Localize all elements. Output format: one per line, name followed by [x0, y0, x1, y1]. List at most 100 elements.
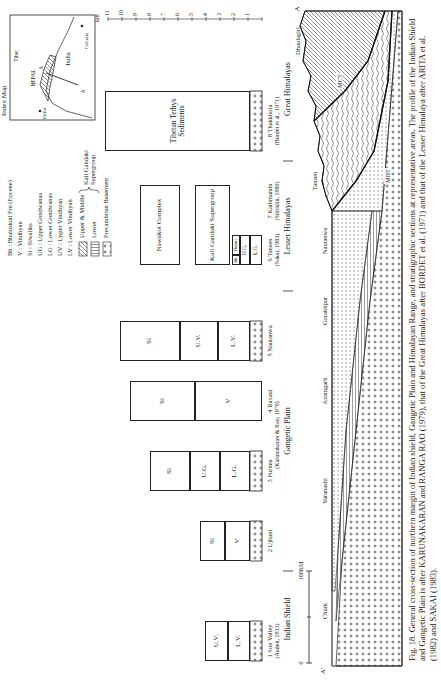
unit-label: Dumri	[234, 239, 239, 251]
legend-sample	[91, 242, 99, 256]
scale-unit: km	[94, 14, 101, 22]
map-title: Index Map	[1, 85, 9, 116]
legend-brace	[79, 187, 99, 193]
unit-label: Si	[166, 468, 173, 474]
map-label: India	[64, 52, 71, 65]
strata-unit-box: Si	[120, 321, 180, 361]
scale-number: 5	[188, 13, 195, 16]
region-label: Lesser Himalayas	[284, 197, 293, 254]
basement-block	[250, 621, 262, 661]
scale-number: 3	[216, 13, 223, 16]
distance-scale	[306, 571, 312, 663]
strata-unit-box: Kali Gandaki Supergroup	[195, 185, 230, 265]
legend-sample	[103, 242, 111, 256]
nepal-outline	[40, 55, 56, 101]
strata-unit-box: Dumri	[232, 235, 240, 255]
section-label: 3 Purnea	[266, 460, 273, 483]
section-label: 6 Tansen	[266, 238, 273, 261]
legend-abbreviation: LG : Lower Gondwanas	[46, 193, 53, 256]
citation: (Bordet et al., 1971)	[274, 97, 281, 146]
legend-abbreviation: V : Vindhyan	[16, 221, 23, 256]
place-name: Dhaulagiri	[294, 27, 301, 55]
place-name: Tansen	[311, 172, 318, 190]
legend-text: Lower	[90, 221, 97, 238]
city-label: Delhi	[42, 108, 48, 119]
citation: (Auden, 1933)	[274, 624, 281, 659]
scale-number: 4	[202, 13, 209, 16]
fault-label: MCT	[336, 73, 343, 89]
place-name: Varanashi	[321, 478, 328, 504]
strata-unit-box: Si	[200, 521, 225, 561]
unit-label: Kali Gandaki Supergroup	[209, 189, 216, 261]
basement-block	[250, 91, 262, 151]
section-end-label: A'	[320, 668, 328, 674]
great-himalaya-rocks	[300, 11, 385, 121]
citation: (Karunakaran & Rao, 1979)	[274, 401, 281, 468]
strata-unit-box: Si	[130, 381, 195, 421]
strata-unit-box: L.G.	[220, 451, 250, 491]
strata-unit-box: Nawakot Complex	[140, 185, 180, 265]
city-dot	[81, 25, 84, 28]
main-boundary-thrust	[332, 11, 392, 211]
section-label: 5 Nautanwa	[266, 325, 273, 356]
km-scale	[108, 17, 262, 21]
unit-label: U.G.	[201, 464, 208, 478]
legend-entry: Lower	[90, 221, 97, 238]
map-label: Tibet	[13, 50, 19, 61]
legend-entry: Precambrian Basement	[102, 178, 109, 238]
unit-label: L.G.	[231, 465, 238, 478]
topographic-profile	[300, 11, 332, 666]
scale-number: 2	[230, 13, 237, 16]
main-central-thrust	[314, 11, 385, 121]
region-label: Indian Shield	[284, 598, 293, 641]
unit-label: V	[225, 398, 232, 403]
gangetic-alluvium	[332, 211, 372, 591]
legend-entry: Upper & Middle	[78, 195, 85, 238]
basement-block	[250, 521, 262, 561]
place-name: Nautanwa	[321, 228, 328, 254]
unit-label: Tibetan Tethys Sediments	[170, 92, 186, 150]
basement-block	[250, 451, 262, 491]
unit-label: L.V.	[230, 335, 237, 347]
scale-number: 7	[160, 13, 167, 16]
strata-unit-box: U.G.	[240, 235, 250, 265]
strata-unit-box: Si	[150, 451, 190, 491]
strata-unit-box: Bh	[232, 255, 240, 265]
strata-unit-box: U.V.	[205, 621, 228, 661]
strata-unit-box: L.G.	[250, 235, 262, 265]
strata-unit-box: Tibetan Tethys Sediments	[105, 91, 250, 151]
unit-label: U.G.	[242, 245, 248, 256]
unit-label: Nawakot Complex	[156, 199, 163, 252]
basement-block	[250, 321, 262, 361]
section-label: 8 Thakkhola	[266, 105, 273, 138]
section-end-label: A	[294, 6, 302, 11]
unit-label: V	[234, 538, 241, 543]
strata-unit-box: L.V.	[228, 621, 250, 661]
scale-number: 6	[174, 13, 181, 16]
region-divider	[283, 161, 293, 571]
scale-number: 8	[146, 13, 153, 16]
map-frame	[10, 15, 95, 120]
section-end-label: A	[38, 66, 44, 70]
strata-unit-box: V	[225, 521, 250, 561]
citation: (Sakai, 1983)	[274, 234, 281, 266]
unit-label: U.V.	[213, 635, 220, 648]
legend-text: Upper & Middle	[78, 195, 85, 238]
section-frame	[305, 11, 402, 666]
scale-unit: 100KM	[298, 562, 305, 581]
legend-abbreviation: Si : Siwaliks	[26, 223, 33, 256]
place-name: Azamgarh	[321, 377, 328, 404]
scale-number: 9	[132, 13, 139, 16]
section-label: 7 Kathmandu	[266, 183, 273, 218]
strata-unit-box: L.V.	[218, 321, 250, 361]
scale-number: 1	[244, 13, 251, 16]
fault-label: MBT	[384, 168, 391, 184]
strata-unit-box: U.V.	[180, 321, 218, 361]
brace-label: Kali Gandaki Supergroup	[82, 133, 96, 185]
legend-abbreviation: UG : Upper Gondwanas	[36, 193, 43, 256]
unit-label: U.V.	[195, 335, 202, 348]
section-label: 1 Son Valley	[266, 624, 273, 657]
region-label: Great Himalayas	[284, 62, 293, 116]
section-end-label: A'	[80, 89, 86, 94]
legend-text: Precambrian Basement	[102, 178, 109, 238]
